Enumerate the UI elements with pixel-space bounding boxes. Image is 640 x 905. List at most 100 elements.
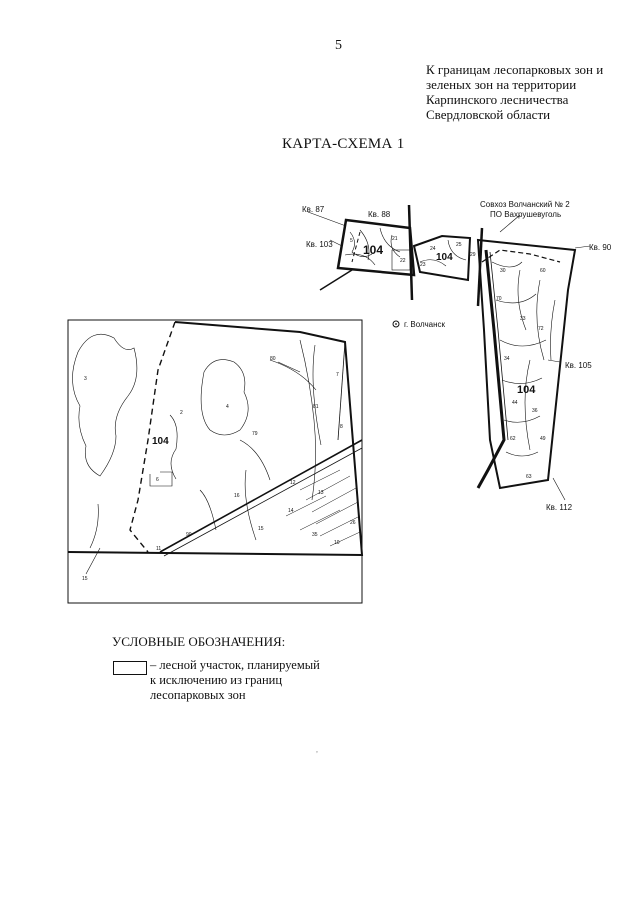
num-label: 35: [312, 532, 318, 538]
detail-inner-line: [337, 341, 346, 441]
overview-sovkhoz-line: [476, 227, 484, 307]
num-label: 36: [532, 408, 538, 414]
num-label: 12: [290, 480, 296, 486]
detail-dashed-boundary: [129, 321, 176, 553]
overview-left-contours: [344, 227, 401, 266]
label-kv-105: Кв. 105: [565, 361, 592, 370]
label-plot-104-right: 104: [517, 384, 536, 396]
label-kv-103: Кв. 103: [306, 240, 333, 249]
header-note-line-4: Свердловской области: [426, 107, 551, 122]
town-marker-icon: [392, 320, 400, 328]
num-label: 26: [350, 520, 356, 526]
legend-item-line-3: лесопарковых зон: [150, 688, 246, 702]
overview-leader-lines: [307, 211, 591, 501]
legend-swatch: [113, 661, 147, 675]
legend-title: УСЛОВНЫЕ ОБОЗНАЧЕНИЯ:: [112, 634, 286, 649]
overview-railway: [476, 249, 506, 489]
num-label: 22: [400, 258, 406, 264]
detail-map: [67, 319, 364, 604]
num-label: 8: [340, 424, 343, 430]
num-label: 30: [500, 268, 506, 274]
detail-contour-1: [72, 334, 138, 477]
num-label: 4: [226, 404, 229, 410]
label-town: г. Волчанск: [404, 320, 446, 329]
num-label: 7: [336, 372, 339, 378]
num-label: 2: [180, 410, 183, 416]
overview-right-block: [476, 238, 577, 490]
overview-railway-2: [489, 251, 509, 441]
num-label: 33: [520, 316, 526, 322]
header-note-line-2: зеленых зон на территории: [426, 77, 577, 92]
label-plot-104-detail: 104: [152, 436, 169, 447]
num-label: 72: [538, 326, 544, 332]
num-label: 29: [470, 252, 476, 258]
detail-railway: [159, 439, 363, 553]
header-note: К границам лесопарковых зон и зеленых зо…: [426, 62, 626, 122]
num-label: 16: [234, 493, 240, 499]
header-note-line-1: К границам лесопарковых зон и: [426, 62, 604, 77]
detail-hatch: [285, 469, 361, 547]
label-plot-104-left: 104: [363, 243, 383, 257]
num-label: 13: [318, 490, 324, 496]
detail-leader-15: [85, 547, 101, 575]
overview-middle-block: [412, 234, 472, 282]
num-label: 62: [510, 436, 516, 442]
num-label: 24: [430, 246, 436, 252]
map-title: КАРТА-СХЕМА 1: [282, 136, 405, 152]
label-kv-112: Кв. 112: [546, 503, 573, 512]
num-label: 25: [456, 242, 462, 248]
num-label: 15: [258, 526, 264, 532]
num-label: 21: [392, 236, 398, 242]
num-label: 23: [420, 262, 426, 268]
num-label: 10: [334, 540, 340, 546]
legend-item-line-1: – лесной участок, планируемый: [150, 658, 320, 672]
num-label: 3: [84, 376, 87, 382]
num-label: 81: [313, 404, 319, 410]
overview-middle-contours: [419, 239, 467, 267]
num-label: 49: [540, 436, 546, 442]
num-label: 6: [156, 477, 159, 483]
detail-plot-boundary: [67, 321, 364, 557]
label-sovkhoz-line1: Совхоз Волчанский № 2: [480, 200, 570, 209]
overview-vertical-road: [407, 204, 414, 301]
label-sovkhoz-line2: ПО Вахрушевуголь: [490, 210, 561, 219]
detail-map-frame: [67, 319, 363, 604]
num-label: 90: [186, 532, 192, 538]
num-label: 44: [512, 400, 518, 406]
label-kv-88: Кв. 88: [368, 210, 391, 219]
detail-contour-4: [149, 471, 173, 487]
overview-left-block: [336, 218, 416, 277]
detail-contour-2: [200, 359, 249, 436]
overview-right-contours: [491, 261, 556, 457]
detail-contour-5: [269, 339, 322, 501]
small-number-labels: 3 4 2 79 6 80 81 7 8 12 13 14 15 16 11 9…: [82, 236, 546, 582]
scan-mark: ,: [316, 745, 318, 754]
overview-dashed-boundary: [481, 249, 561, 263]
legend-item-line-2: к исключению из границ: [150, 673, 283, 687]
detail-contour-6: [89, 469, 257, 549]
label-kv-87: Кв. 87: [302, 205, 325, 214]
label-kv-90: Кв. 90: [589, 243, 612, 252]
town-marker-dot: [395, 323, 397, 325]
num-label: 5: [350, 238, 353, 244]
num-label: 70: [496, 296, 502, 302]
detail-railway-2: [163, 447, 363, 557]
detail-leader-80: [277, 361, 301, 373]
page-number: 5: [335, 38, 342, 53]
num-label: 60: [540, 268, 546, 274]
num-label: 14: [288, 508, 294, 514]
num-label: 63: [526, 474, 532, 480]
num-label: 15: [82, 576, 88, 582]
legend-item: – лесной участок, планируемый к исключен…: [150, 658, 370, 703]
overview-road: [319, 269, 353, 291]
label-plot-104-middle: 104: [436, 252, 453, 263]
overview-map: [307, 204, 591, 501]
detail-contour-3: [169, 414, 271, 481]
num-label: 11: [156, 546, 161, 552]
header-note-line-3: Карпинского лесничества: [426, 92, 569, 107]
overview-dashed-left: [351, 231, 361, 263]
overview-hatched-area: [391, 249, 411, 271]
num-label: 80: [270, 356, 276, 362]
num-label: 34: [504, 356, 510, 362]
